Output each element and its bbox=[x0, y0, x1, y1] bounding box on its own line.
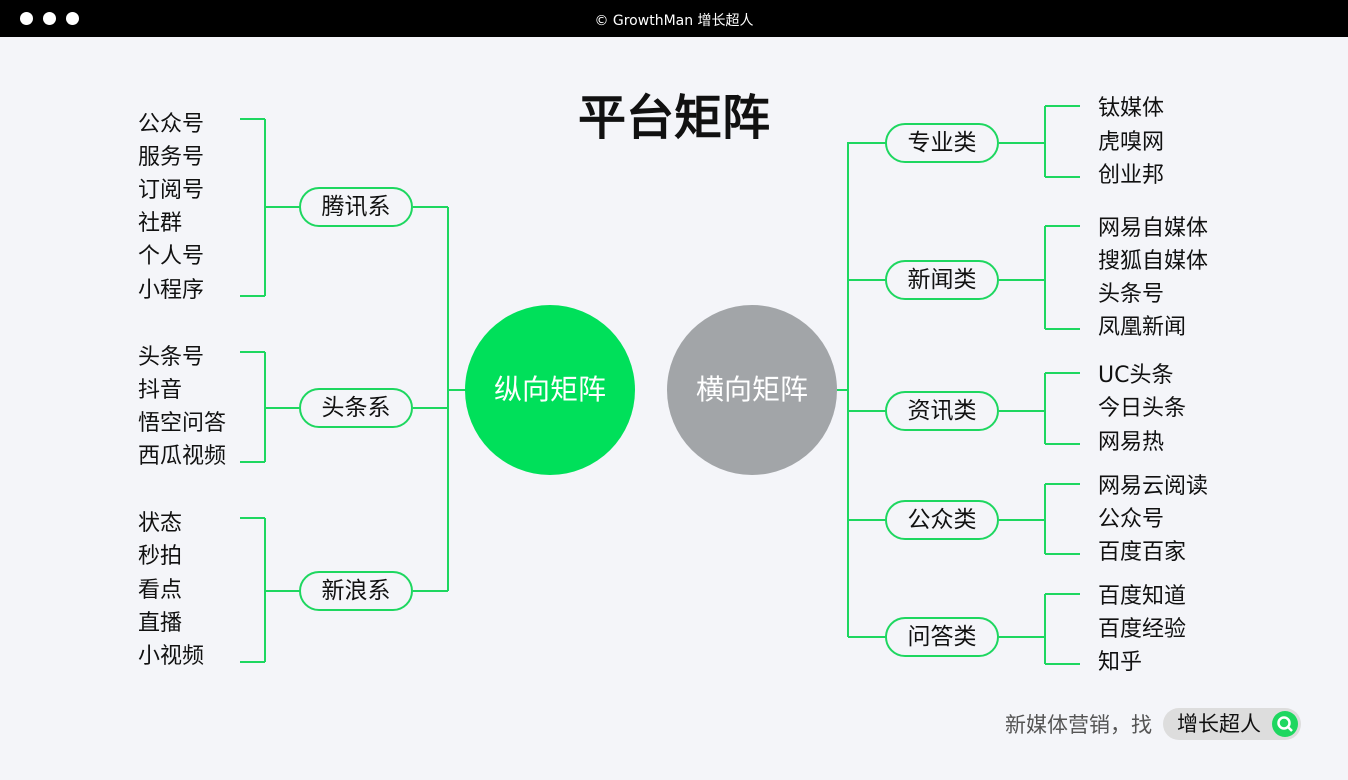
category-node[interactable]: 头条系 bbox=[299, 388, 413, 428]
leaf-item: 网易自媒体 bbox=[1098, 216, 1209, 241]
leaf-item: 网易热 bbox=[1098, 430, 1165, 455]
category-node[interactable]: 公众类 bbox=[885, 500, 999, 540]
leaf-item: 看点 bbox=[138, 578, 183, 603]
leaf-item: 订阅号 bbox=[138, 178, 205, 203]
leaf-item: 创业邦 bbox=[1098, 163, 1165, 188]
vertical-matrix-circle: 纵向矩阵 bbox=[465, 305, 635, 475]
leaf-item: 头条号 bbox=[1098, 282, 1165, 307]
leaf-item: 服务号 bbox=[138, 145, 205, 170]
leaf-item: 网易云阅读 bbox=[1098, 474, 1209, 499]
category-node[interactable]: 新闻类 bbox=[885, 260, 999, 300]
category-node[interactable]: 专业类 bbox=[885, 123, 999, 163]
category-node[interactable]: 腾讯系 bbox=[299, 187, 413, 227]
leaf-item: 今日头条 bbox=[1098, 396, 1187, 421]
page-title: 平台矩阵 bbox=[577, 90, 770, 146]
category-node[interactable]: 资讯类 bbox=[885, 391, 999, 431]
leaf-item: 公众号 bbox=[138, 112, 205, 137]
leaf-item: 直播 bbox=[138, 611, 183, 636]
window-maximize-dot[interactable] bbox=[66, 12, 79, 25]
leaf-item: 公众号 bbox=[1098, 507, 1165, 532]
category-node[interactable]: 新浪系 bbox=[299, 571, 413, 611]
leaf-item: 百度百家 bbox=[1098, 540, 1187, 565]
category-node[interactable]: 问答类 bbox=[885, 617, 999, 657]
leaf-item: 小视频 bbox=[138, 644, 205, 669]
leaf-item: 钛媒体 bbox=[1098, 96, 1165, 121]
window-close-dot[interactable] bbox=[20, 12, 33, 25]
leaf-item: 小程序 bbox=[138, 278, 205, 303]
horizontal-matrix-circle: 横向矩阵 bbox=[667, 305, 837, 475]
leaf-item: 头条号 bbox=[138, 345, 205, 370]
leaf-item: 悟空问答 bbox=[138, 411, 227, 436]
leaf-item: 抖音 bbox=[138, 378, 183, 403]
leaf-item: 秒拍 bbox=[138, 544, 183, 569]
window-minimize-dot[interactable] bbox=[43, 12, 56, 25]
leaf-item: 百度经验 bbox=[1098, 617, 1187, 642]
leaf-item: 社群 bbox=[138, 211, 183, 236]
leaf-item: 个人号 bbox=[138, 244, 205, 269]
leaf-item: 百度知道 bbox=[1098, 584, 1187, 609]
leaf-item: 知乎 bbox=[1098, 650, 1143, 675]
brand-search-pill[interactable]: 增长超人 bbox=[1163, 708, 1301, 740]
search-icon bbox=[1272, 711, 1298, 737]
leaf-item: 状态 bbox=[138, 511, 183, 536]
window-title: © GrowthMan 增长超人 bbox=[594, 13, 754, 29]
leaf-item: 凤凰新闻 bbox=[1098, 315, 1187, 340]
footer-text: 新媒体营销，找 bbox=[1005, 713, 1152, 737]
window-titlebar: © GrowthMan 增长超人 bbox=[0, 0, 1348, 37]
leaf-item: 搜狐自媒体 bbox=[1098, 249, 1209, 274]
leaf-item: UC头条 bbox=[1098, 363, 1174, 388]
leaf-item: 西瓜视频 bbox=[138, 444, 227, 469]
leaf-item: 虎嗅网 bbox=[1098, 130, 1165, 155]
brand-label: 增长超人 bbox=[1177, 712, 1261, 736]
